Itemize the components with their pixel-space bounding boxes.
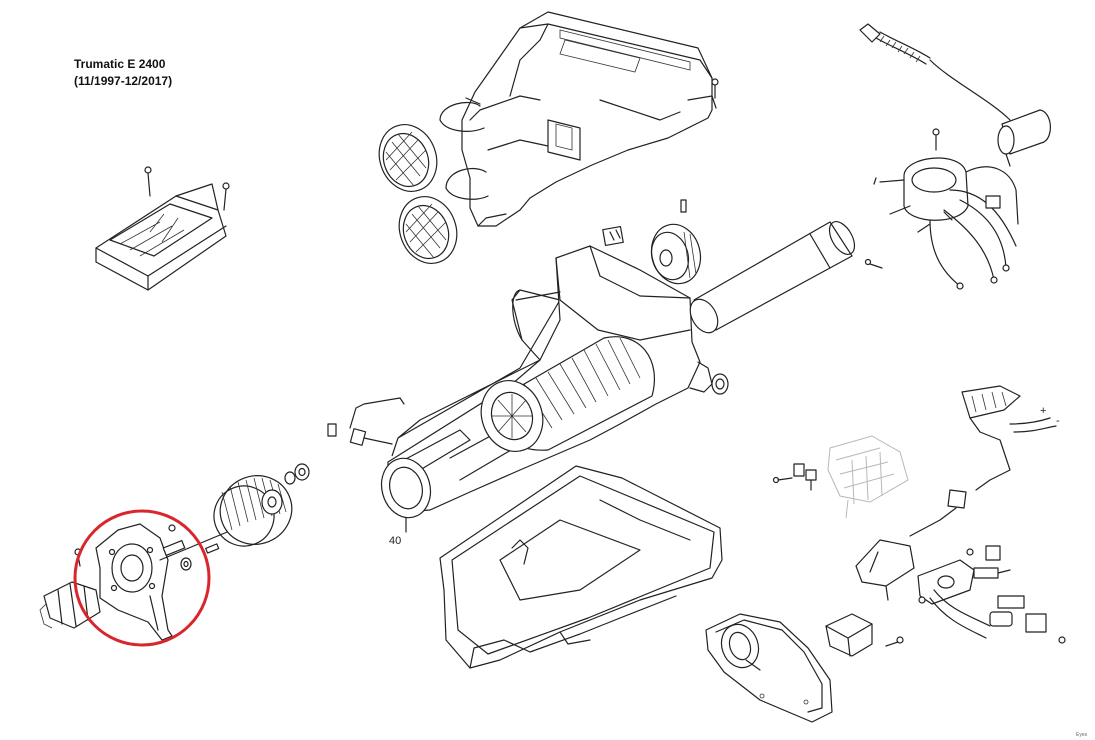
combustion-air-fan — [650, 199, 702, 285]
part-number-40: 40 — [389, 535, 401, 547]
spacer-washers — [284, 463, 310, 485]
small-sensor-parts — [772, 463, 817, 491]
relay-module — [825, 613, 904, 657]
plus-terminal-label: + — [1040, 405, 1046, 417]
exhaust-tube — [689, 221, 883, 334]
bottom-casing — [439, 465, 723, 669]
diagram-title: Trumatic E 2400 (11/1997-12/2017) — [74, 56, 172, 90]
temperature-sensor-clips — [327, 397, 405, 446]
air-intake-hose — [859, 23, 1011, 121]
fuel-pump-bracket — [855, 539, 1066, 644]
combustion-chamber — [480, 336, 655, 452]
mounting-plate — [705, 613, 833, 723]
highlight-circle — [73, 509, 211, 647]
sensor-bracket-ghost — [827, 435, 909, 519]
burner-flange-wiring — [873, 128, 1019, 290]
model-name: Trumatic E 2400 — [74, 57, 166, 71]
blower-impeller-wheel — [213, 475, 293, 547]
air-grille-lower — [398, 196, 458, 264]
control-board-box — [95, 166, 230, 291]
air-grille-upper — [378, 124, 438, 192]
heater-cover-hood — [439, 11, 719, 227]
corner-watermark: Eyes — [1076, 732, 1088, 738]
glow-plug-tube — [997, 109, 1051, 167]
control-unit-connector — [909, 385, 1057, 537]
production-years: (11/1997-12/2017) — [74, 74, 173, 88]
minus-terminal-label: - — [1056, 415, 1060, 427]
blower-motor-assembly — [39, 523, 233, 641]
